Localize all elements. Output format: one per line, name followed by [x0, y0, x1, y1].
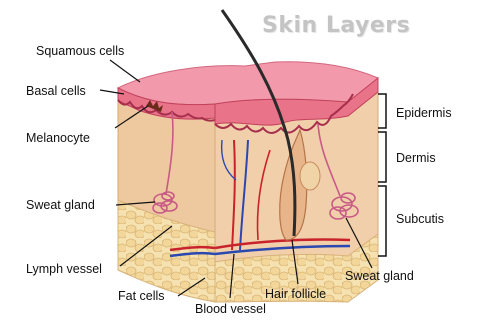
pointer-squamous [110, 60, 140, 82]
label-hair-follicle: Hair follicle [265, 287, 326, 301]
label-melanocyte: Melanocyte [26, 131, 90, 145]
label-dermis: Dermis [396, 151, 436, 165]
label-basal-cells: Basal cells [26, 84, 86, 98]
label-fat-cells: Fat cells [118, 289, 165, 303]
label-squamous-cells: Squamous cells [36, 44, 124, 58]
label-blood-vessel: Blood vessel [195, 302, 266, 316]
label-lymph-vessel: Lymph vessel [26, 262, 102, 276]
skin-surface-top [118, 62, 378, 105]
epidermis-bracket [378, 94, 386, 128]
label-sweat-gland-left: Sweat gland [26, 198, 95, 212]
subcutis-bracket [378, 186, 386, 256]
label-sweat-gland-right: Sweat gland [345, 269, 414, 283]
dermis-bracket [378, 132, 386, 182]
label-subcutis: Subcutis [396, 212, 444, 226]
sebaceous-gland [300, 162, 320, 190]
label-epidermis: Epidermis [396, 106, 452, 120]
